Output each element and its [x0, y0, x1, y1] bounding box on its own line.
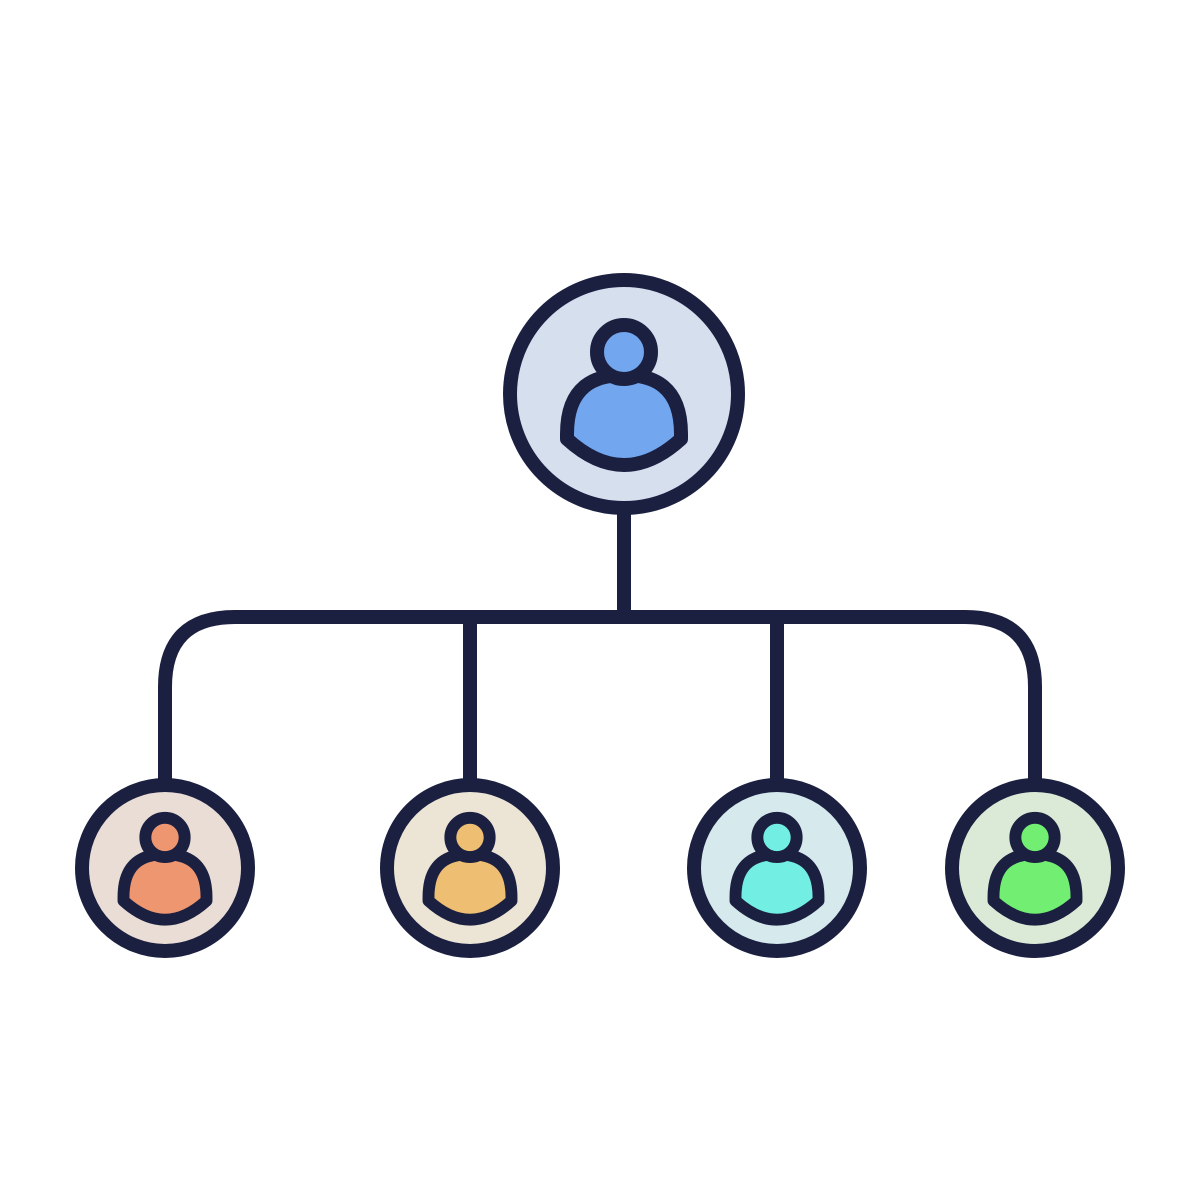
user-body-shape: [987, 848, 1083, 926]
child-node: [380, 778, 560, 958]
user-icon: [117, 811, 213, 926]
user-head-shape: [751, 811, 803, 864]
user-icon: [987, 811, 1083, 926]
child-node: [687, 778, 867, 958]
user-body-shape: [117, 848, 213, 926]
user-head-shape: [139, 811, 191, 864]
user-head-shape: [1009, 811, 1061, 864]
user-head-shape: [590, 318, 658, 386]
child-node: [945, 778, 1125, 958]
user-body-shape: [729, 848, 825, 926]
user-icon: [422, 811, 518, 926]
user-icon: [729, 811, 825, 926]
user-icon: [560, 318, 688, 472]
child-node: [75, 778, 255, 958]
org-chart-nodes: [75, 273, 1125, 958]
user-head-shape: [444, 811, 496, 864]
connector-lines: [158, 501, 1042, 792]
user-body-shape: [560, 368, 688, 472]
root-node: [503, 273, 745, 515]
user-body-shape: [422, 848, 518, 926]
horizontal-bus-line: [158, 610, 1042, 792]
